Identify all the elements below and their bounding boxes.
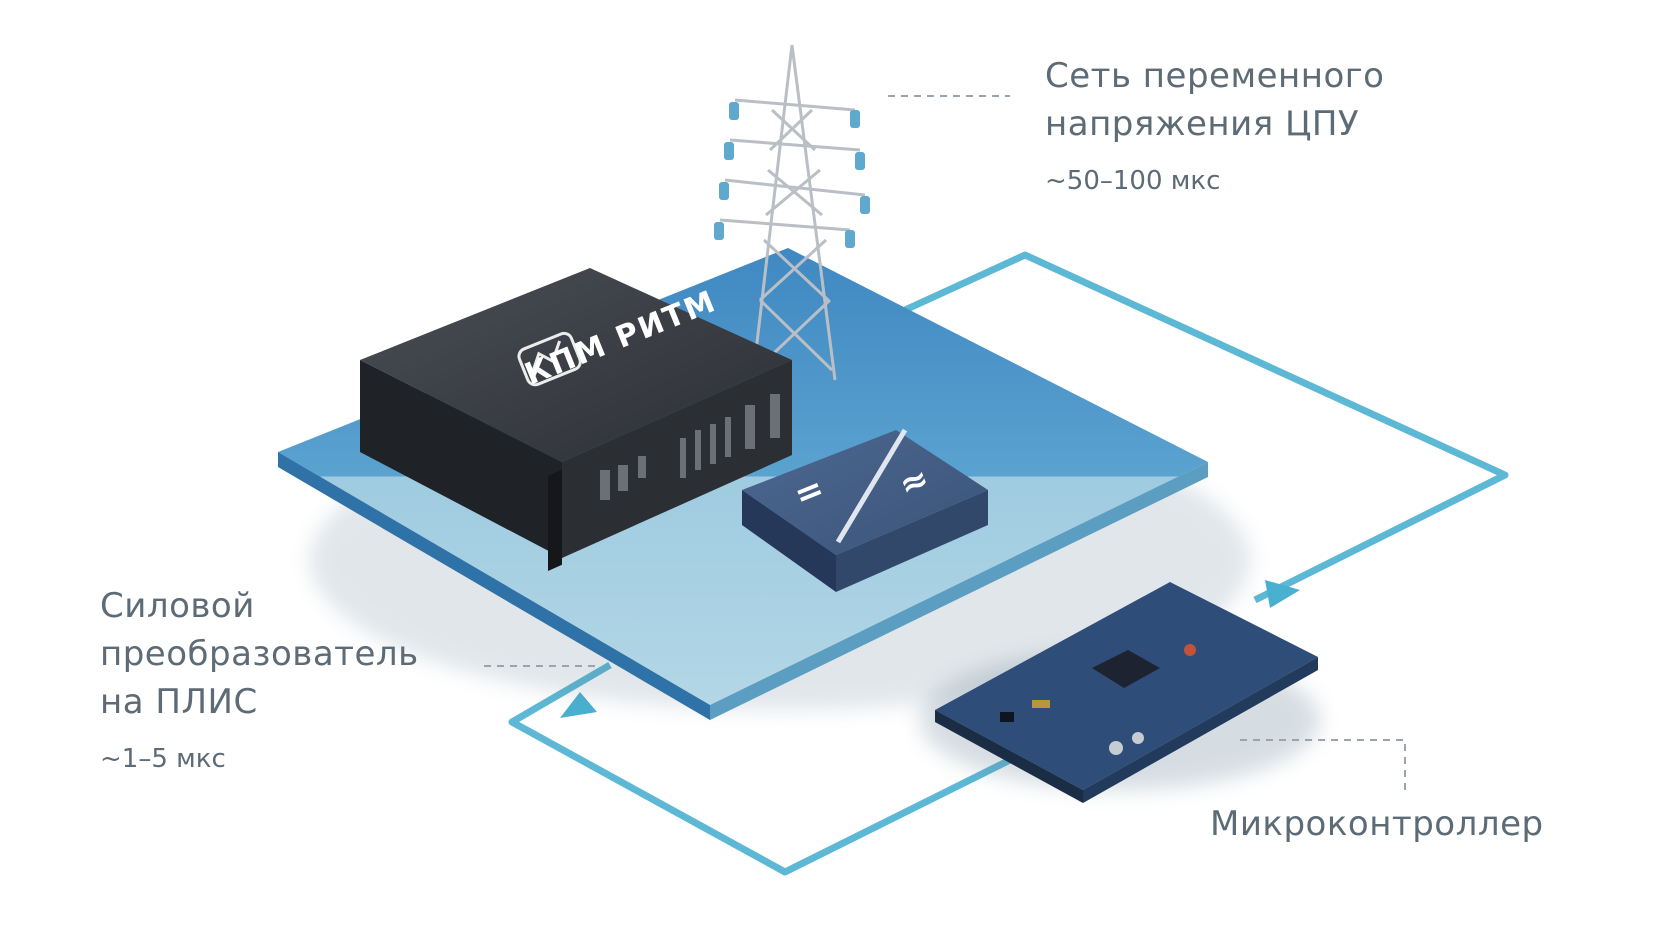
microcontroller-label: Микроконтроллер — [1210, 800, 1544, 848]
capacitor-icon — [1109, 741, 1123, 755]
converter-title-line2: преобразователь — [100, 634, 419, 674]
converter-timing: ~1–5 мкс — [100, 744, 226, 774]
microcontroller-title: Микроконтроллер — [1210, 804, 1544, 844]
microcontroller-board — [920, 582, 1320, 803]
grid-title-line2: напряжения ЦПУ — [1045, 104, 1360, 144]
server-logo-icon — [517, 331, 582, 387]
grid-timing: ~50–100 мкс — [1045, 166, 1221, 196]
mcu-chip-icon — [1092, 650, 1160, 688]
server-ports — [600, 394, 780, 500]
server-rack — [360, 268, 792, 572]
grid-label: Сеть переменного напряжения ЦПУ ~50–100 … — [1045, 52, 1384, 198]
grid-title-line1: Сеть переменного — [1045, 56, 1385, 96]
arrow-up-icon — [560, 692, 597, 718]
converter-title-line3: на ПЛИС — [100, 682, 258, 722]
insulator-icons — [714, 102, 870, 248]
converter-label: Силовой преобразователь на ПЛИС ~1–5 мкс — [100, 582, 419, 776]
leader-lines — [484, 95, 1406, 795]
arrow-down-icon — [1265, 580, 1300, 608]
signal-loop — [508, 251, 1509, 876]
converter-title-line1: Силовой — [100, 586, 255, 626]
transmission-tower-icon — [719, 44, 866, 386]
converter-box — [742, 428, 988, 592]
